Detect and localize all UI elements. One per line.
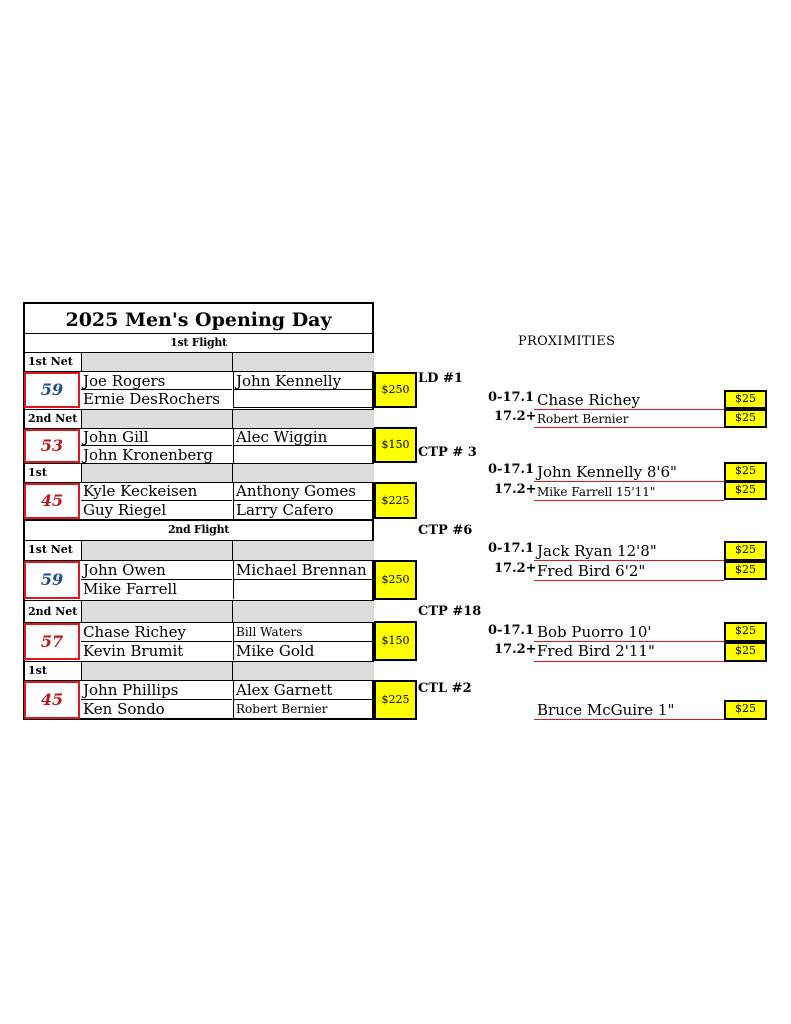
player-name: John Phillips	[81, 681, 232, 700]
page-title: 2025 Men's Opening Day	[65, 309, 332, 331]
category-band	[81, 464, 374, 482]
proximity-winner: Robert Bernier	[537, 412, 629, 426]
player-name	[233, 390, 374, 408]
proximity-winner: Mike Farrell 15'11"	[537, 485, 656, 499]
proximity-winner: Bruce McGuire 1"	[537, 701, 675, 719]
category-band	[81, 601, 374, 622]
category-label: 1st Net	[25, 353, 80, 371]
prize-box: $150	[374, 427, 417, 463]
flight-heading-2: 2nd Flight	[167, 523, 230, 536]
category-band	[81, 353, 374, 371]
proximity-range: 17.2+	[494, 409, 537, 424]
player-name: Ernie DesRochers	[83, 390, 220, 408]
category-label: 1st Gross	[25, 464, 80, 497]
proximity-winner: Fred Bird 6'2"	[537, 562, 646, 580]
player-name	[233, 580, 374, 599]
player-name: John Owen	[81, 561, 232, 580]
proximity-winner: Chase Richey	[537, 391, 640, 409]
player-name: John Kronenberg	[83, 446, 213, 463]
player-name: Kevin Brumit	[83, 642, 184, 660]
score-box: 59	[24, 561, 80, 599]
player-name: Michael Brennan	[233, 561, 374, 580]
category-label: 2nd Net	[25, 410, 80, 428]
player-name: Bill Waters	[233, 623, 374, 642]
proximity-prize: $25	[724, 700, 767, 720]
proximity-range: 0-17.1	[488, 541, 535, 556]
prize-box: $250	[374, 372, 417, 408]
category-band	[81, 410, 374, 428]
player-name: Joe Rogers	[81, 372, 232, 390]
side-label-ctp6: CTP #6	[418, 523, 473, 538]
side-label-ld1: LD #1	[418, 371, 463, 386]
category-band	[81, 662, 374, 680]
prize-box: $225	[374, 680, 417, 720]
proximity-prize: $25	[724, 462, 767, 482]
player-name: John Kennelly	[233, 372, 374, 390]
flight-heading-1: 1st Flight	[170, 336, 227, 349]
score-box: 45	[24, 483, 80, 519]
proximity-winner: Jack Ryan 12'8"	[537, 542, 657, 560]
prize-box: $150	[374, 621, 417, 661]
proximity-range: 0-17.1	[488, 462, 535, 477]
proximity-prize: $25	[724, 622, 767, 642]
proximity-range: 0-17.1	[488, 623, 535, 638]
proximity-winner: Bob Puorro 10'	[537, 623, 652, 641]
category-label: 2nd Net	[25, 603, 80, 621]
player-name: Kyle Keckeisen	[81, 482, 232, 501]
proximity-range: 0-17.1	[488, 390, 535, 405]
category-label: 1st Gross	[25, 662, 80, 695]
player-name	[233, 446, 374, 463]
player-name: Ken Sondo	[83, 700, 165, 718]
score-box: 53	[24, 429, 80, 463]
player-name: Mike Farrell	[83, 580, 178, 598]
side-label-ctl2: CTL #2	[418, 681, 472, 696]
proximities-heading: PROXIMITIES	[518, 334, 616, 349]
player-name: Alec Wiggin	[233, 428, 374, 446]
category-band	[81, 541, 374, 560]
score-box: 57	[24, 623, 80, 660]
proximity-winner: Fred Bird 2'11"	[537, 642, 655, 660]
proximity-range: 17.2+	[494, 561, 537, 576]
prize-box: $225	[374, 482, 417, 519]
player-name: Larry Cafero	[233, 501, 374, 519]
side-label-ctp18: CTP #18	[418, 604, 482, 619]
side-label-ctp3: CTP # 3	[418, 445, 477, 460]
score-box: 45	[24, 681, 80, 719]
proximity-prize: $25	[724, 409, 767, 428]
proximity-range: 17.2+	[494, 482, 537, 497]
proximity-prize: $25	[724, 561, 767, 580]
category-label: 1st Net	[25, 541, 80, 559]
player-name: Chase Richey	[81, 623, 232, 642]
player-name: Anthony Gomes	[233, 482, 374, 501]
proximity-prize: $25	[724, 642, 767, 662]
proximity-range: 17.2+	[494, 642, 537, 657]
player-name: Robert Bernier	[233, 700, 374, 719]
score-box: 59	[24, 372, 80, 408]
player-name: Guy Riegel	[83, 501, 167, 519]
prize-box: $250	[374, 560, 417, 600]
proximity-winner: John Kennelly 8'6"	[537, 463, 677, 481]
proximity-prize: $25	[724, 481, 767, 500]
proximity-prize: $25	[724, 390, 767, 409]
proximity-prize: $25	[724, 541, 767, 561]
player-name: Alex Garnett	[233, 681, 374, 700]
player-name: John Gill	[81, 428, 232, 446]
player-name: Mike Gold	[233, 642, 374, 660]
